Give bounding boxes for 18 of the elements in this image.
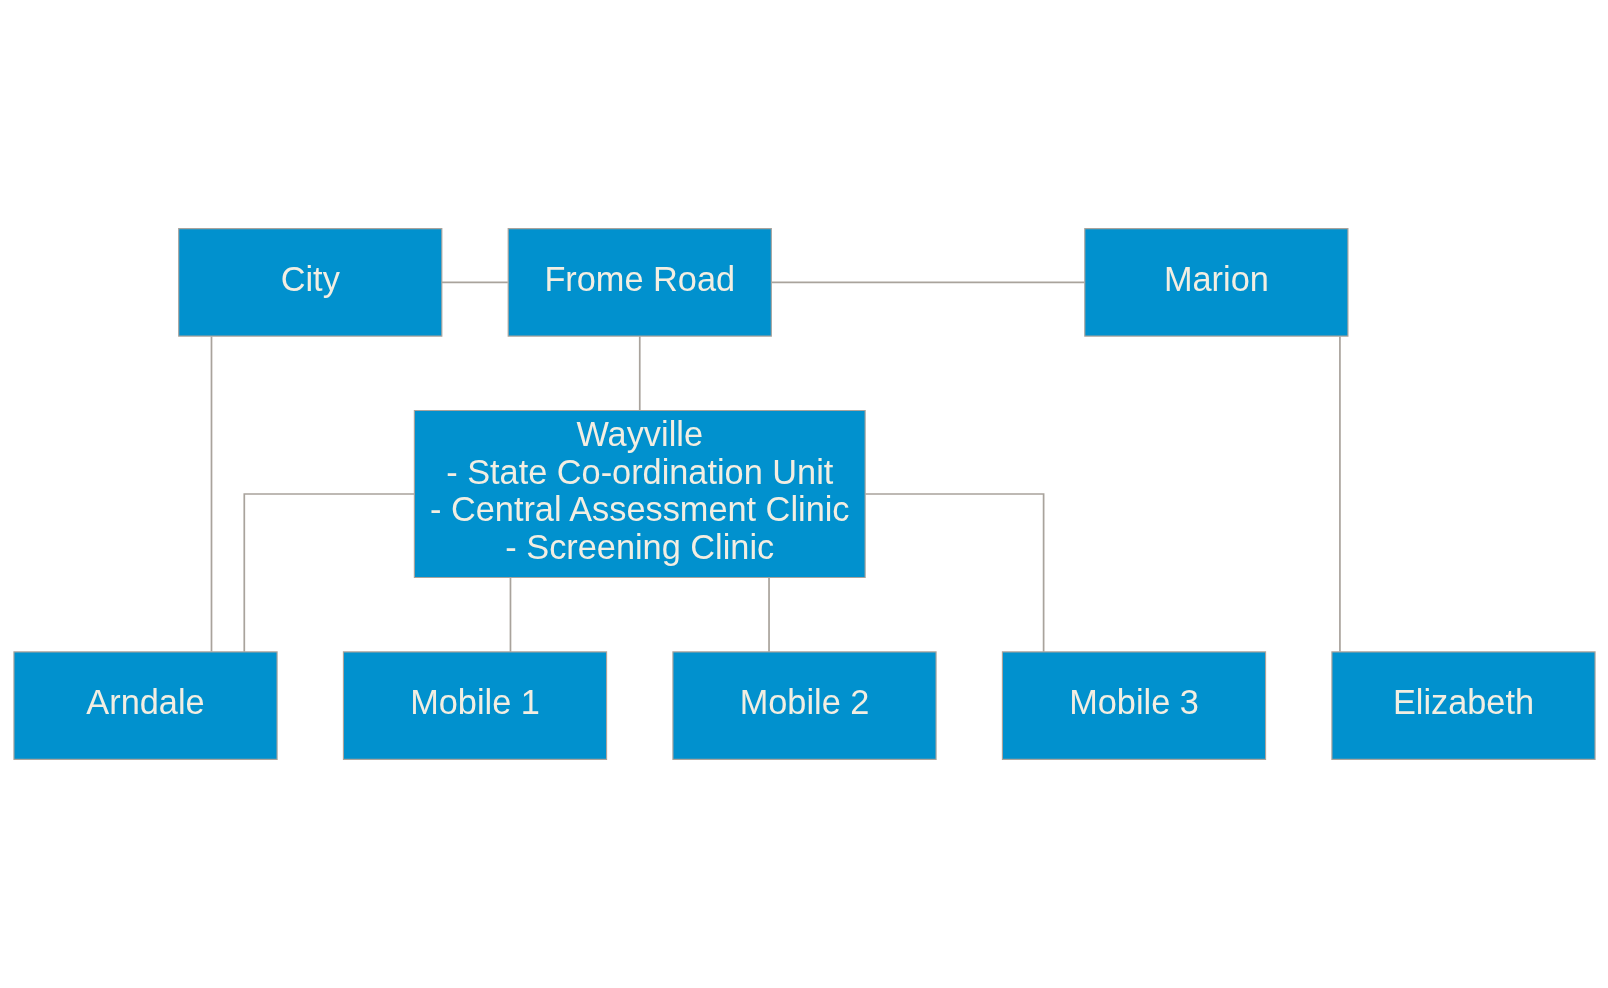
node-box: Wayville - State Co-ordination Unit - Central Assessment Clinic - Screening Clinic — [413, 409, 866, 579]
node-box: Mobile 2 — [671, 651, 937, 760]
node-box: Marion — [1083, 228, 1348, 337]
connector — [440, 281, 509, 284]
connector — [863, 493, 1044, 653]
connector — [210, 335, 212, 653]
node-box: Elizabeth — [1330, 651, 1596, 760]
connector — [767, 576, 770, 653]
node-box: Mobile 3 — [1001, 651, 1266, 760]
connector — [509, 576, 511, 653]
node-box: Arndale — [12, 651, 278, 760]
connector — [1338, 335, 1341, 653]
node-box: Mobile 1 — [342, 651, 607, 760]
connector — [638, 335, 641, 411]
connector — [770, 281, 1085, 284]
node-box: City — [177, 228, 442, 337]
connector — [242, 493, 415, 653]
node-box: Frome Road — [507, 228, 772, 337]
